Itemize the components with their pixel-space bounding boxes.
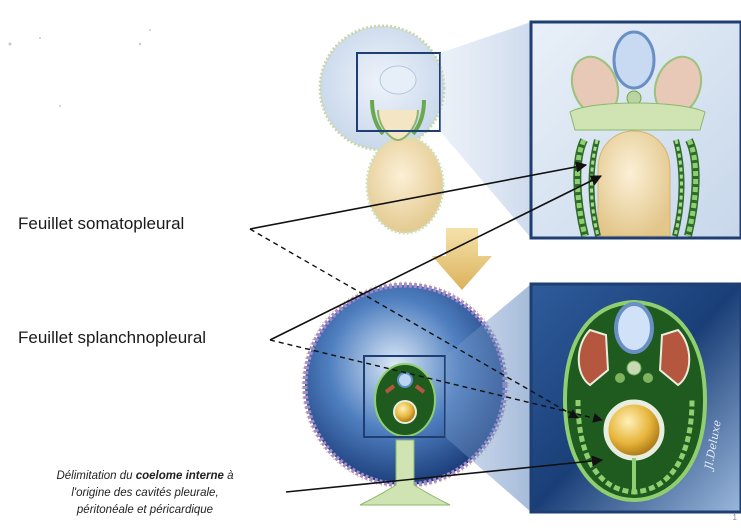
- caption-line1-bold: coelome interne: [136, 470, 224, 482]
- caption-line3: péritonéale et péricardique: [77, 504, 213, 516]
- caption-line1-suffix: à: [224, 470, 234, 482]
- zoom-beam-top: [440, 22, 531, 238]
- label-somatopleural: Feuillet somatopleural: [18, 214, 184, 234]
- label-splanchnopleural: Feuillet splanchnopleural: [18, 328, 206, 348]
- caption-line2: l'origine des cavités pleurale,: [71, 487, 218, 499]
- down-arrow-icon: [432, 228, 492, 290]
- early-embryo: [320, 26, 444, 233]
- slide-number: 1: [733, 513, 737, 522]
- caption-line1-prefix: Délimitation du: [56, 470, 135, 482]
- specks: [9, 29, 152, 107]
- panel-late-section: Jl.Deluxe: [531, 284, 741, 512]
- caption: Délimitation du coelome interne à l'orig…: [10, 468, 280, 519]
- panel-early-section: [531, 22, 741, 238]
